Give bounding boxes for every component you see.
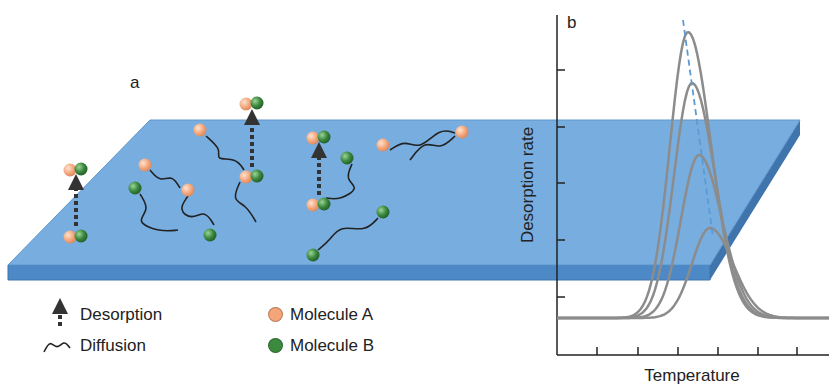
axis-title: Desorption rate xyxy=(519,127,538,243)
molecule xyxy=(129,182,142,195)
panel-letter: a xyxy=(130,74,139,93)
molecule xyxy=(251,170,264,183)
legend-text: Desorption xyxy=(80,306,162,325)
molecule xyxy=(182,184,195,197)
molecule xyxy=(341,152,354,165)
diffusion-path xyxy=(410,136,455,160)
molecule xyxy=(64,164,77,177)
molecule xyxy=(318,131,331,144)
legend-swatch xyxy=(268,307,283,322)
legend-swatch xyxy=(268,338,283,353)
tpd-curve xyxy=(557,155,829,318)
desorption-sample xyxy=(58,306,62,326)
molecule xyxy=(307,249,320,262)
molecules xyxy=(64,97,469,262)
molecule xyxy=(307,132,320,145)
molecule xyxy=(75,230,88,243)
diffusion-path xyxy=(150,170,180,188)
molecule xyxy=(240,98,253,111)
tpd-curve xyxy=(557,228,829,318)
molecule xyxy=(194,124,207,137)
desorption-arrow xyxy=(317,150,321,195)
diffusion-path xyxy=(318,218,378,250)
tpd-curve xyxy=(557,83,829,318)
legend-text: Molecule A xyxy=(290,306,373,325)
desorption-arrow xyxy=(74,182,78,226)
chart-axes xyxy=(557,15,829,355)
molecule xyxy=(240,171,253,184)
molecule xyxy=(318,198,331,211)
desorption-curves xyxy=(557,32,829,318)
tpd-curve xyxy=(557,32,829,318)
legend-text: Molecule B xyxy=(290,337,374,356)
molecule xyxy=(75,163,88,176)
molecule xyxy=(456,126,469,139)
molecule xyxy=(251,97,264,110)
molecule xyxy=(204,229,217,242)
peak-shift-line xyxy=(683,20,713,237)
legend-text: Diffusion xyxy=(80,337,146,356)
molecule xyxy=(139,159,152,172)
legend-samples xyxy=(44,306,70,352)
diffusion-path xyxy=(182,196,214,225)
diffusion-path xyxy=(235,182,256,222)
molecule xyxy=(307,199,320,212)
molecule xyxy=(377,206,390,219)
axis-title: Temperature xyxy=(644,367,739,386)
molecule xyxy=(64,231,77,244)
molecule xyxy=(377,139,390,152)
diffusion-sample xyxy=(44,343,70,352)
desorption-arrow xyxy=(250,117,254,167)
diffusion-path xyxy=(140,194,178,231)
diffusion-path xyxy=(326,164,354,199)
diffusion-path xyxy=(206,136,244,170)
panel-letter: b xyxy=(567,14,576,33)
slab-top xyxy=(8,120,800,265)
slab-front xyxy=(8,265,710,280)
